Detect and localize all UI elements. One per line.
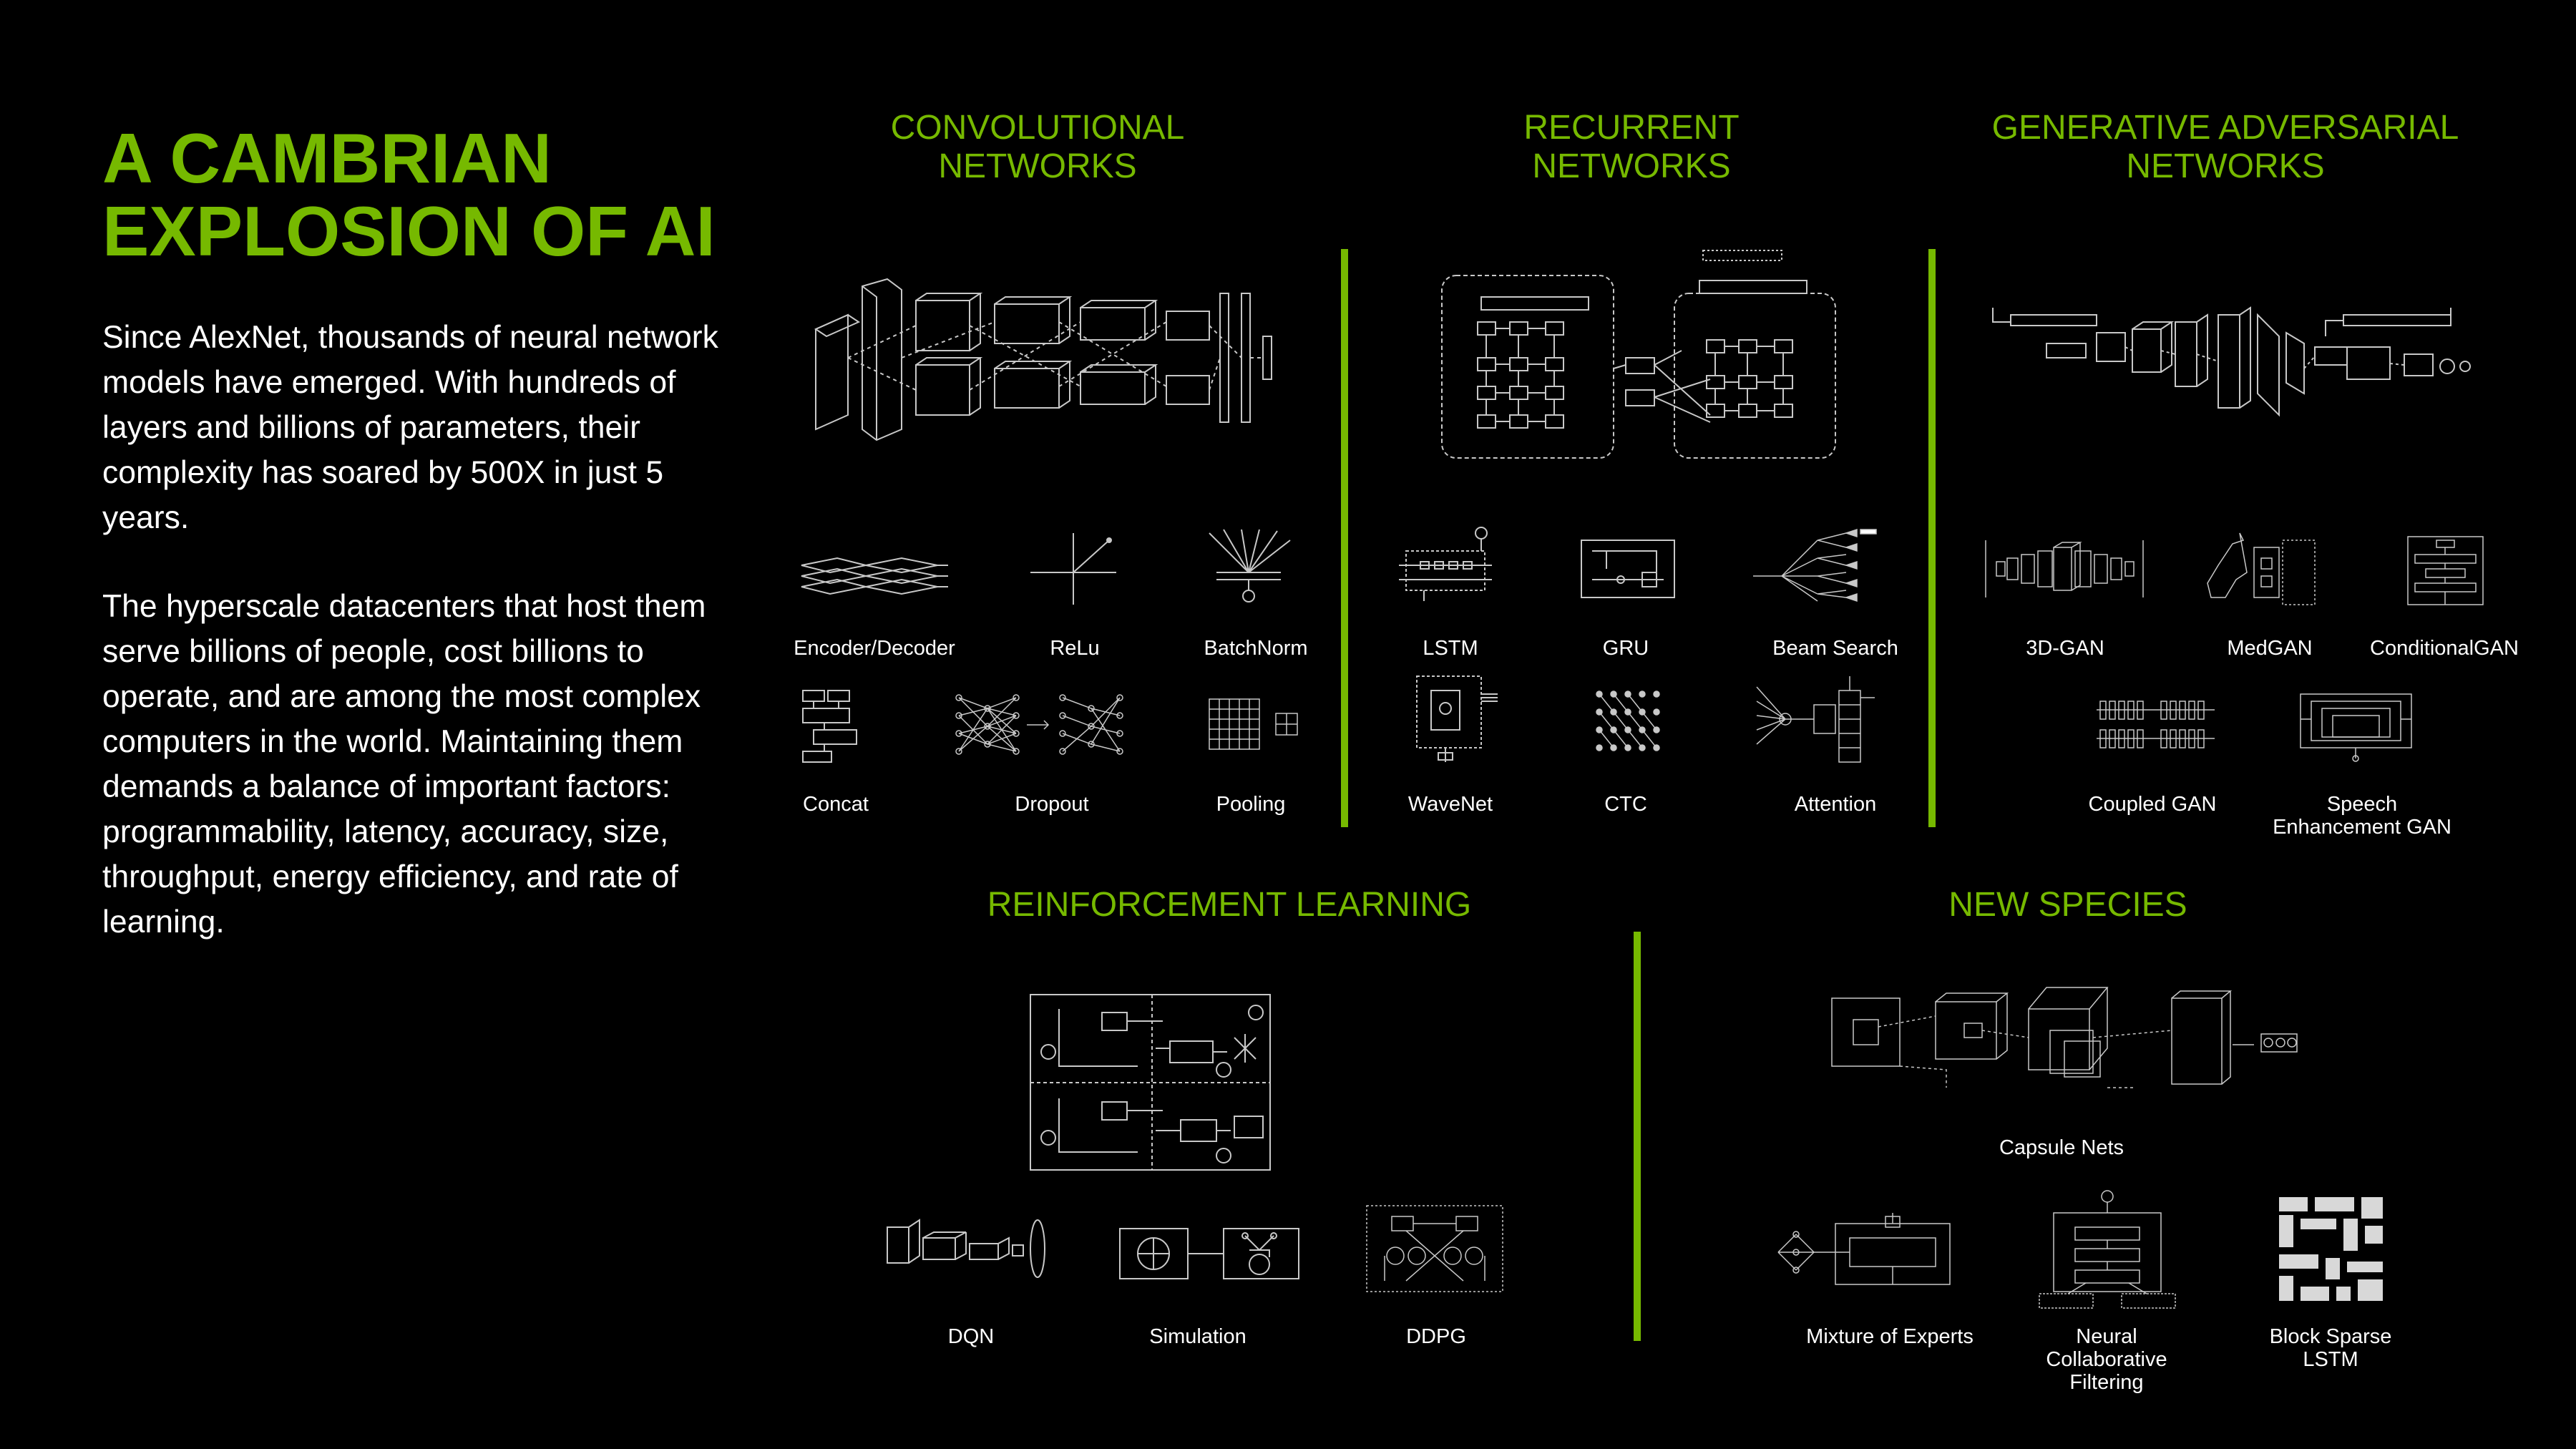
pooling-icon — [1208, 698, 1301, 751]
label-bsl-line2: LSTM — [2303, 1348, 2358, 1371]
dqn-icon — [884, 1216, 1048, 1281]
label-speech-line1: Speech — [2326, 793, 2398, 816]
heading-generative: GENERATIVE ADVERSARIAL NETWORKS — [1939, 109, 2512, 186]
heading-generative-line1: GENERATIVE ADVERSARIAL — [1991, 109, 2459, 147]
label-neural-collaborative-filtering: Neural Collaborative Filtering — [1999, 1325, 2214, 1394]
batchnorm-icon — [1206, 530, 1292, 608]
label-bsl-line1: Block Sparse — [2269, 1325, 2392, 1348]
label-simulation: Simulation — [1149, 1325, 1246, 1348]
label-ncf-line1: Neural — [2076, 1325, 2137, 1348]
label-ncf-line2: Collaborative — [2046, 1348, 2167, 1371]
label-capsule-nets: Capsule Nets — [1999, 1136, 2124, 1159]
ctc-icon — [1592, 687, 1664, 758]
label-ddpg: DDPG — [1406, 1325, 1466, 1348]
dropout-icon — [955, 691, 1134, 758]
convolutional-network-diagram — [809, 272, 1281, 444]
label-dropout: Dropout — [1015, 793, 1089, 816]
title-line-2: EXPLOSION OF AI — [102, 192, 716, 270]
label-wavenet: WaveNet — [1407, 793, 1493, 816]
label-dqn: DQN — [947, 1325, 995, 1348]
page-title: A CAMBRIAN EXPLOSION OF AI — [102, 122, 746, 268]
heading-generative-line2: NETWORKS — [2126, 147, 2325, 185]
label-relu: ReLu — [1050, 637, 1100, 660]
neural-collaborative-filtering-icon — [2036, 1188, 2179, 1313]
conditionalgan-icon — [2404, 533, 2487, 608]
label-mixture-of-experts: Mixture of Experts — [1806, 1325, 1974, 1348]
gan-diagram — [1989, 301, 2476, 444]
lstm-icon — [1399, 526, 1499, 605]
label-block-sparse-lstm: Block Sparse LSTM — [2223, 1325, 2438, 1371]
recurrent-network-diagram — [1438, 250, 1839, 462]
divider-line — [1341, 249, 1348, 827]
label-attention: Attention — [1794, 793, 1877, 816]
simulation-icon — [1116, 1225, 1302, 1289]
mixture-of-experts-icon — [1775, 1213, 1953, 1292]
ddpg-icon — [1363, 1202, 1506, 1295]
attention-icon — [1757, 676, 1878, 766]
label-beam-search: Beam Search — [1772, 637, 1898, 660]
speech-enhancement-gan-icon — [2297, 691, 2415, 762]
intro-paragraph: Since AlexNet, thousands of neural netwo… — [102, 320, 718, 535]
label-gru: GRU — [1602, 637, 1649, 660]
label-speech-enhancement-gan: Speech Enhancement GAN — [2255, 793, 2469, 839]
label-ncf-line3: Filtering — [2069, 1371, 2144, 1394]
label-ctc: CTC — [1604, 793, 1647, 816]
label-conditionalgan: ConditionalGAN — [2370, 637, 2519, 660]
medgan-icon — [2204, 530, 2318, 608]
heading-recurrent-line1: RECURRENT — [1523, 109, 1740, 147]
concat-icon — [796, 687, 867, 766]
block-sparse-lstm-icon — [2279, 1197, 2383, 1301]
wavenet-icon — [1413, 673, 1499, 766]
heading-convolutional-line2: NETWORKS — [938, 147, 1137, 185]
relu-icon — [1030, 533, 1116, 605]
heading-recurrent: RECURRENT NETWORKS — [1417, 109, 1846, 186]
heading-convolutional-line1: CONVOLUTIONAL — [890, 109, 1185, 147]
title-line-1: A CAMBRIAN — [102, 119, 552, 197]
label-3d-gan: 3D-GAN — [2026, 637, 2104, 660]
3d-gan-icon — [1982, 537, 2147, 601]
beam-search-icon — [1753, 526, 1882, 605]
label-speech-line2: Enhancement GAN — [2273, 816, 2451, 839]
label-coupled-gan: Coupled GAN — [2088, 793, 2217, 816]
heading-reinforcement: REINFORCEMENT LEARNING — [987, 886, 1472, 924]
heading-convolutional: CONVOLUTIONAL NETWORKS — [823, 109, 1252, 186]
gru-icon — [1578, 537, 1678, 601]
label-lstm: LSTM — [1423, 637, 1478, 660]
encoder-decoder-icon — [794, 544, 952, 601]
label-medgan: MedGAN — [2227, 637, 2313, 660]
label-pooling: Pooling — [1216, 793, 1286, 816]
heading-new-species: NEW SPECIES — [1948, 886, 2187, 924]
capsule-nets-diagram — [1828, 980, 2329, 1123]
coupled-gan-icon — [2097, 694, 2218, 755]
divider-line — [1634, 932, 1641, 1341]
label-encoder-decoder: Encoder/Decoder — [794, 637, 955, 660]
label-batchnorm: BatchNorm — [1204, 637, 1308, 660]
reinforcement-learning-diagram — [1027, 991, 1274, 1174]
datacenter-paragraph: The hyperscale datacenters that host the… — [102, 589, 706, 940]
divider-line — [1928, 249, 1936, 827]
label-concat: Concat — [803, 793, 869, 816]
heading-recurrent-line2: NETWORKS — [1532, 147, 1731, 185]
